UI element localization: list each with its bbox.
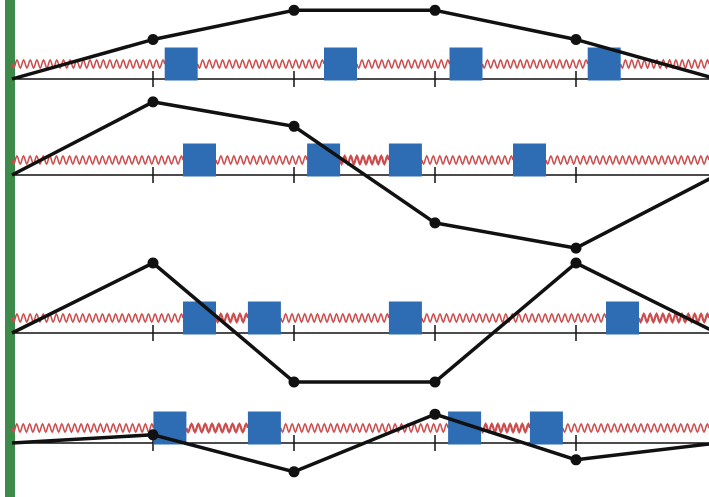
spring <box>215 154 308 166</box>
mass-block <box>183 301 216 335</box>
mode-shape-point <box>570 257 582 269</box>
mode-shape-point <box>147 96 159 108</box>
mode-shape-point <box>570 242 582 254</box>
mass-block <box>183 143 216 177</box>
spring <box>421 154 514 166</box>
mode-row-2 <box>11 96 709 254</box>
mass-block <box>247 411 281 445</box>
mode-shape-point <box>288 120 300 132</box>
spring <box>637 312 709 324</box>
mass-block <box>324 47 357 81</box>
spring <box>421 312 607 324</box>
spring <box>214 312 249 324</box>
mode-shape-point <box>147 34 159 45</box>
mode-row-4 <box>11 408 709 478</box>
mode-shape-line <box>11 100 709 250</box>
spring <box>196 58 325 70</box>
spring <box>185 422 249 434</box>
fixed-wall <box>5 0 15 497</box>
mass-block <box>587 47 621 81</box>
mass-block <box>513 143 546 177</box>
mode-shape-point <box>570 454 582 466</box>
spring <box>11 422 155 434</box>
mode-shape-point <box>570 34 582 45</box>
mode-shape-point <box>288 466 300 478</box>
mode-row-3 <box>11 257 709 388</box>
mass-block <box>388 301 422 335</box>
mass-block <box>164 47 198 81</box>
mode-shape-point <box>147 257 159 269</box>
spring <box>280 312 390 324</box>
spring <box>481 58 589 70</box>
mode-shape-line <box>11 412 709 474</box>
mass-block <box>247 301 281 335</box>
mass-block <box>529 411 563 445</box>
mode-shape-point <box>147 429 159 441</box>
mass-block <box>606 301 639 335</box>
spring <box>562 422 709 434</box>
spring <box>11 154 184 166</box>
mass-block <box>449 47 483 81</box>
spring <box>11 312 184 324</box>
mode-shape-point <box>429 4 441 16</box>
mode-shape-point <box>429 408 441 420</box>
spring <box>280 422 449 434</box>
mode-shape-point <box>429 376 441 388</box>
mode-shape-point <box>429 217 441 229</box>
mode-shape-point <box>288 376 300 388</box>
spring <box>356 58 451 70</box>
spring <box>545 154 709 166</box>
mode-row-1 <box>11 4 709 87</box>
mode-shape-line <box>11 261 709 384</box>
mass-block <box>307 143 341 177</box>
mode-shape-point <box>288 4 300 16</box>
spring <box>11 58 166 70</box>
mode-shape-line <box>11 8 709 81</box>
mass-block <box>388 143 422 177</box>
